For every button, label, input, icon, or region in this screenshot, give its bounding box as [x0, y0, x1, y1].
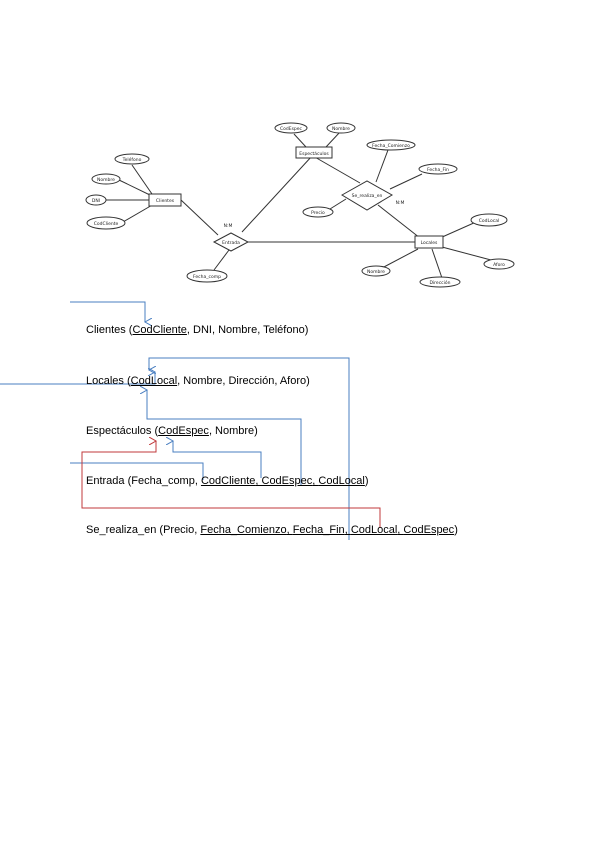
pk-realiza-codespec: CodEspec: [403, 524, 455, 536]
attr-rea-fecha-fin: Fecha_Fin: [427, 167, 449, 173]
attr-cli-dni: DNI: [92, 198, 100, 204]
attr-esp-nombre: Nombre: [332, 126, 350, 132]
svg-text:Se_realiza_en: Se_realiza_en: [352, 193, 383, 199]
pk-entrada-codcliente: CodCliente: [200, 475, 256, 487]
cardinality-se-realiza: N:M: [396, 200, 405, 206]
cardinality-entrada: N:M: [224, 223, 233, 229]
entity-clientes: Clientes: [148, 193, 182, 207]
svg-text:Clientes: Clientes: [156, 198, 175, 204]
pk-entrada-codespec: CodEspec: [261, 475, 313, 487]
attr-loc-nombre: Nombre: [367, 269, 385, 275]
pk-entrada-codlocal: CodLocal: [318, 475, 365, 487]
pk-codcliente: CodCliente: [132, 324, 187, 336]
pk-fecha-fin: Fecha_Fin: [292, 524, 345, 536]
entity-espectaculos: Espectáculos: [295, 146, 333, 159]
schema-entrada: Entrada (Fecha_comp, CodCliente, CodEspe…: [86, 475, 369, 487]
relationship-entrada: Entrada: [212, 232, 250, 252]
entity-locales: Locales: [414, 235, 444, 249]
schema-clientes: Clientes (CodCliente, DNI, Nombre, Teléf…: [86, 324, 309, 336]
attr-loc-direccion: Dirección: [429, 279, 450, 286]
fk-arrow-entrada-codespec: [173, 441, 262, 478]
attr-cli-telefono: Teléfono: [122, 156, 142, 163]
pk-codlocal: CodLocal: [130, 375, 178, 387]
schema-espectaculos: Espectáculos (CodEspec, Nombre): [86, 425, 258, 437]
pk-codespec: CodEspec: [158, 425, 209, 437]
fk-arrow-to-clientes: [70, 301, 145, 322]
pk-fecha-comienzo: Fecha_Comienzo: [200, 524, 287, 536]
attr-rea-precio: Precio: [311, 210, 325, 216]
svg-text:Locales: Locales: [421, 240, 438, 246]
attr-cli-cod: CodCliente: [94, 221, 119, 227]
svg-text:Espectáculos: Espectáculos: [299, 150, 329, 157]
attr-loc-codlocal: CodLocal: [479, 218, 499, 224]
relationship-se-realiza: Se_realiza_en: [341, 180, 393, 211]
schema-se-realiza-en: Se_realiza_en (Precio, Fecha_Comienzo, F…: [86, 524, 458, 536]
fk-arrow-entrada-codlocal: [147, 390, 302, 485]
attr-loc-aforo: Aforo: [493, 262, 505, 268]
attr-esp-cod: CodEspec: [280, 126, 303, 132]
pk-realiza-codlocal: CodLocal: [350, 524, 398, 536]
schema-locales: Locales (CodLocal, Nombre, Dirección, Af…: [86, 375, 310, 387]
attr-rea-fecha-ini: Fecha_Comienzo: [372, 143, 410, 149]
svg-text:Entrada: Entrada: [222, 240, 240, 246]
attr-cli-nombre: Nombre: [97, 177, 115, 183]
er-diagram: Clientes Espectáculos Locales Entrada Se…: [85, 122, 515, 288]
attr-ent-fecha: Fecha_comp: [193, 274, 221, 280]
